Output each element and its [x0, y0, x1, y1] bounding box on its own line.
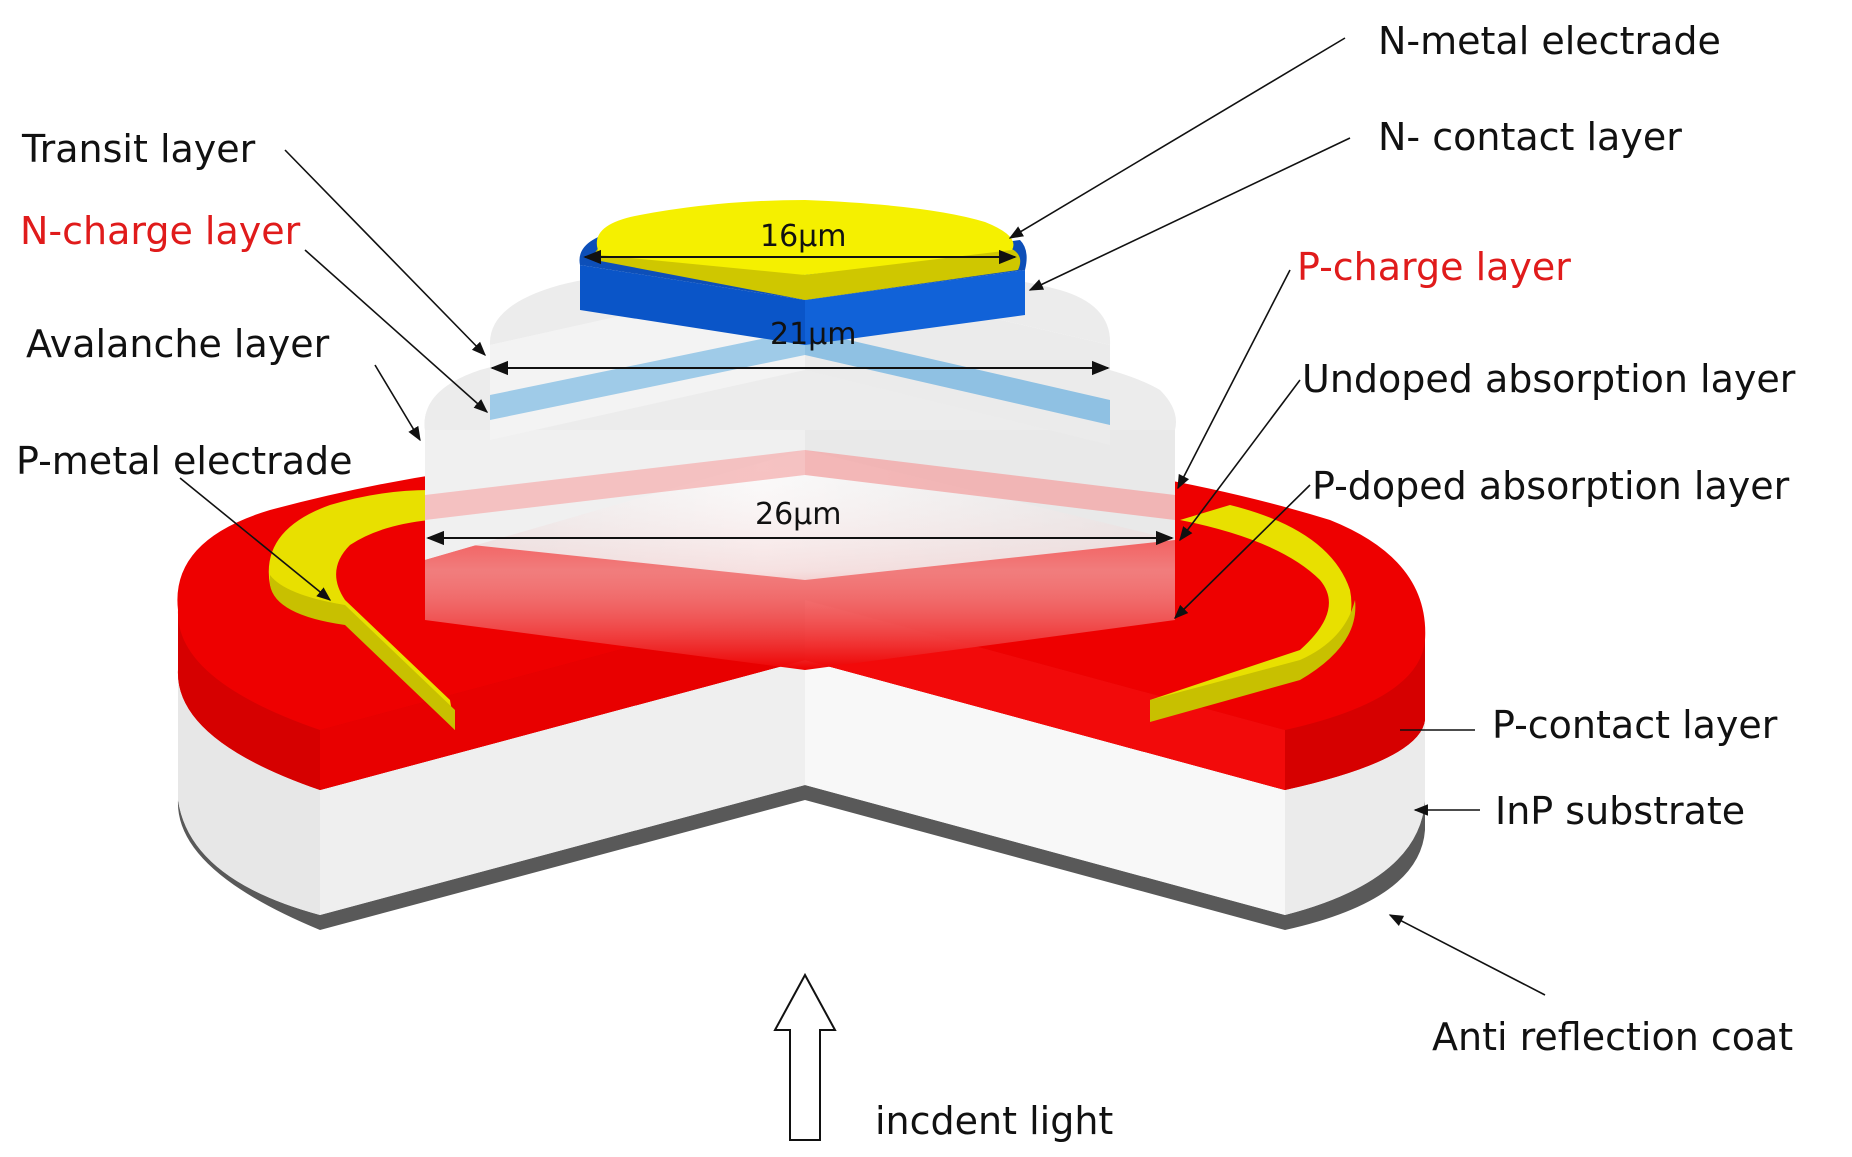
leader-undoped-absorption-layer [1179, 379, 1301, 542]
dimension-label-16um: 16µm [760, 219, 847, 254]
leader-n-contact-layer [1028, 137, 1351, 291]
label-incident-light: incdent light [875, 1099, 1114, 1143]
label-p-charge-layer: P-charge layer [1297, 245, 1571, 289]
inp-substrate-layer [177, 660, 1425, 915]
leader-p-metal-electrode [179, 477, 332, 601]
p-metal-electrode-right [1150, 505, 1356, 722]
leader-avalanche-layer [374, 364, 421, 442]
incident-light-arrow-icon [773, 972, 837, 1141]
label-n-contact-layer: N- contact layer [1378, 115, 1682, 159]
label-p-doped-absorption-layer: P-doped absorption layer [1312, 464, 1790, 508]
label-inp-substrate: InP substrate [1495, 789, 1746, 833]
leader-lines [179, 37, 1546, 996]
label-n-metal-electrode: N-metal electrade [1378, 19, 1721, 63]
leader-n-charge-layer [304, 249, 489, 413]
label-anti-reflection-coat: Anti reflection coat [1432, 1015, 1794, 1059]
leader-p-doped-absorption-layer [1173, 484, 1311, 620]
leader-anti-reflection-coat [1388, 914, 1546, 996]
dimension-label-21um: 21µm [770, 317, 857, 352]
p-metal-electrode-left [268, 490, 455, 730]
label-p-contact-layer: P-contact layer [1492, 703, 1778, 747]
label-transit-layer: Transit layer [22, 127, 256, 171]
label-p-metal-electrode: P-metal electrade [16, 439, 353, 483]
label-undoped-absorption-layer: Undoped absorption layer [1302, 357, 1796, 401]
leader-n-metal-electrode [1008, 37, 1346, 239]
dimension-label-26um: 26µm [755, 497, 842, 532]
leader-p-charge-layer [1177, 269, 1291, 490]
label-avalanche-layer: Avalanche layer [26, 322, 330, 366]
leader-transit-layer [284, 149, 487, 357]
label-n-charge-layer: N-charge layer [20, 209, 301, 253]
